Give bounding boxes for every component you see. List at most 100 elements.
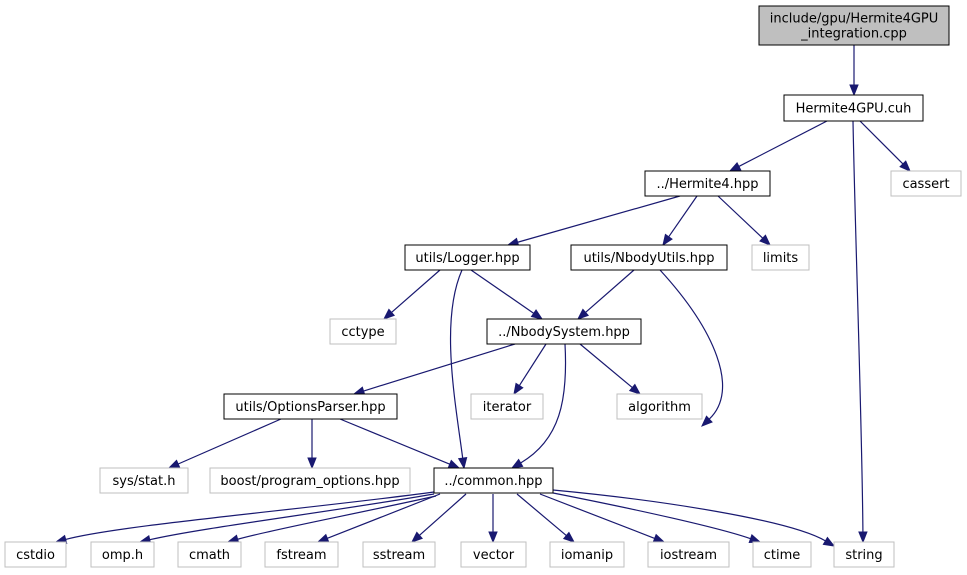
edge-line <box>65 491 435 541</box>
node-cmath: cmath <box>177 541 242 568</box>
node-box <box>264 541 339 568</box>
node-label: fstream <box>276 548 326 563</box>
arrowhead-icon <box>510 458 524 469</box>
node-logger[interactable]: utils/Logger.hpp <box>404 244 531 271</box>
edge-line <box>717 195 764 239</box>
edge-line <box>149 493 435 541</box>
node-box <box>223 393 398 420</box>
arrowhead-icon <box>748 534 762 544</box>
node-box <box>209 467 411 494</box>
edge-line <box>539 493 655 539</box>
node-box <box>783 94 924 122</box>
arrowhead-icon <box>628 383 642 395</box>
edge-line <box>327 493 441 539</box>
node-box <box>329 318 397 345</box>
node-optparser[interactable]: utils/OptionsParser.hpp <box>223 393 398 420</box>
node-box <box>890 170 962 197</box>
node-ctime: ctime <box>752 541 812 568</box>
node-box <box>433 467 554 494</box>
node-h4gpu[interactable]: Hermite4GPU.cuh <box>783 94 924 122</box>
node-box <box>616 393 703 420</box>
node-label: algorithm <box>628 400 691 415</box>
arrowhead-icon <box>410 531 423 543</box>
edge-hermite4-to-limits <box>717 195 771 246</box>
edge-line <box>852 120 864 533</box>
node-root[interactable]: include/gpu/Hermite4GPU_integration.cpp <box>758 5 950 46</box>
node-box <box>758 5 950 46</box>
node-box <box>549 541 625 568</box>
edge-common-to-cstdio <box>54 491 435 544</box>
edge-root-to-h4gpu <box>849 45 859 97</box>
arrowhead-icon <box>530 309 544 320</box>
edge-logger-to-common <box>449 269 468 470</box>
edges-layer <box>54 45 911 547</box>
node-label: cmath <box>189 548 230 563</box>
node-cstdio: cstdio <box>4 541 67 568</box>
node-box <box>644 170 771 197</box>
node-hermite4[interactable]: ../Hermite4.hpp <box>644 170 771 197</box>
node-label: ctime <box>764 548 801 563</box>
edge-common-to-iostream <box>539 493 666 543</box>
node-label: ../NbodySystem.hpp <box>498 325 630 340</box>
arrowhead-icon <box>576 308 590 320</box>
node-label: Hermite4GPU.cuh <box>796 102 912 117</box>
edge-common-to-string <box>552 489 836 547</box>
node-label: string <box>845 548 882 563</box>
edge-logger-to-nbodysystem <box>470 269 544 320</box>
node-label: utils/Logger.hpp <box>415 251 519 266</box>
edge-h4gpu-to-string <box>852 120 868 544</box>
edge-line <box>547 491 751 540</box>
edge-h4gpu-to-cassert <box>859 120 911 172</box>
edge-hermite4-to-logger <box>506 195 681 247</box>
edge-line <box>237 495 437 540</box>
node-iostream: iostream <box>647 541 730 568</box>
edge-nbodysystem-to-optparser <box>352 343 516 396</box>
edge-line <box>859 120 904 165</box>
edge-common-to-fstream <box>316 493 441 543</box>
node-box <box>404 244 531 271</box>
node-box <box>570 244 728 271</box>
arrowhead-icon <box>822 536 836 547</box>
node-nbodysystem[interactable]: ../NbodySystem.hpp <box>486 318 642 345</box>
edge-nbodyutils-to-common <box>659 269 724 427</box>
arrowhead-icon <box>662 233 673 247</box>
arrowhead-icon <box>849 84 859 97</box>
node-label: include/gpu/Hermite4GPU <box>770 12 939 27</box>
node-label: ../common.hpp <box>444 474 542 489</box>
node-box <box>752 541 812 568</box>
node-label: utils/NbodyUtils.hpp <box>583 251 714 266</box>
edge-hermite4-to-nbodyutils <box>662 195 698 247</box>
node-box <box>4 541 67 568</box>
edge-line <box>339 418 450 465</box>
nodes-layer: include/gpu/Hermite4GPU_integration.cppH… <box>4 5 962 568</box>
node-label: vector <box>473 548 515 563</box>
edge-line <box>738 120 828 167</box>
node-fstream: fstream <box>264 541 339 568</box>
edge-line <box>177 418 282 465</box>
node-label: iterator <box>483 400 532 415</box>
edge-h4gpu-to-hermite4 <box>728 120 828 172</box>
node-sysstat: sys/stat.h <box>99 467 189 494</box>
node-cctype: cctype <box>329 318 397 345</box>
node-box <box>362 541 436 568</box>
node-label: sstream <box>373 548 425 563</box>
arrowhead-icon <box>701 415 713 427</box>
node-nbodyutils[interactable]: utils/NbodyUtils.hpp <box>570 244 728 271</box>
node-label: cctype <box>341 325 384 340</box>
node-common[interactable]: ../common.hpp <box>433 467 554 494</box>
arrowhead-icon <box>382 308 396 320</box>
edge-common-to-vector <box>488 494 498 544</box>
arrowhead-icon <box>652 533 666 543</box>
arrowhead-icon <box>513 382 524 396</box>
edge-line <box>579 343 633 389</box>
edge-nbodysystem-to-common <box>510 343 567 469</box>
edge-common-to-ctime <box>547 491 762 544</box>
edge-line <box>659 269 724 420</box>
node-label: cassert <box>902 177 949 192</box>
edge-common-to-iomanip <box>516 493 576 543</box>
node-box <box>751 244 810 271</box>
edge-line <box>363 343 516 392</box>
node-label: limits <box>763 251 799 266</box>
edge-line <box>470 269 535 314</box>
